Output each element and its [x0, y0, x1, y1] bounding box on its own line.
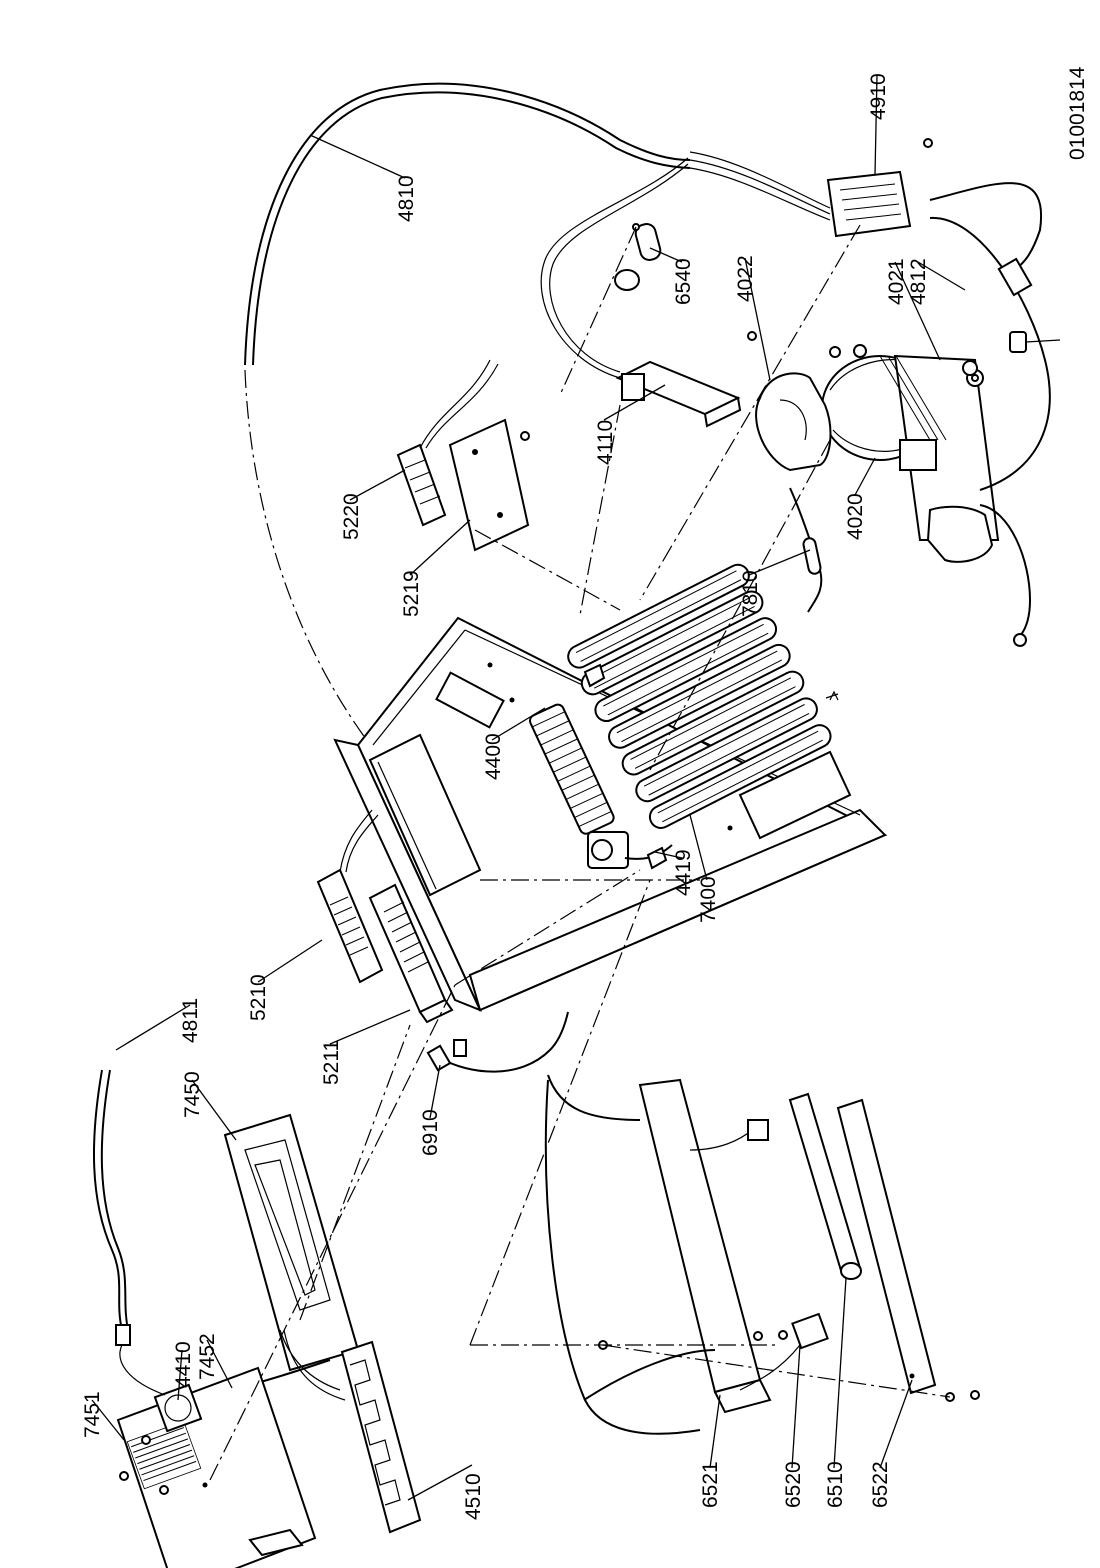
axis-lamp-diagonal: [469, 879, 651, 1346]
panel-7450: [223, 1113, 360, 1393]
label-7400: 7400: [697, 876, 720, 923]
cable-4811: [92, 1069, 166, 1396]
label-7450: 7450: [181, 1071, 204, 1118]
label-6521: 6521: [699, 1461, 722, 1508]
cable-4812: [929, 182, 1051, 647]
label-4410: 4410: [172, 1341, 195, 1388]
cable-4810-path: [244, 369, 391, 771]
control-panel: [316, 809, 454, 1024]
thermostat-7810: [789, 487, 823, 613]
label-4510: 4510: [462, 1473, 485, 1520]
axis-capacitor: [559, 226, 637, 396]
axis-board: [474, 529, 621, 611]
label-4812: 4812: [907, 258, 930, 305]
board-5219: [448, 418, 530, 552]
drawing-id: 01001814: [1066, 66, 1089, 160]
screws-7451: [119, 1435, 169, 1495]
sensor-6910: [426, 1011, 569, 1073]
axis-relay: [579, 404, 621, 616]
label-6510: 6510: [824, 1461, 847, 1508]
capacitor-6540: [614, 223, 662, 291]
axis-terminal: [639, 224, 861, 601]
label-4020: 4020: [844, 493, 867, 540]
part-labels: 7451 4410 7452 4510 7450 4811 6910 5211 …: [81, 66, 1089, 1520]
label-4910: 4910: [867, 73, 890, 120]
relay-4110: [615, 331, 757, 428]
compressor-bracket-4022: [755, 372, 832, 472]
label-6522: 6522: [869, 1461, 892, 1508]
board-5220: [396, 359, 499, 527]
label-6540: 6540: [672, 258, 695, 305]
label-6520: 6520: [782, 1461, 805, 1508]
lampholder-6520: [739, 1312, 829, 1391]
label-5219: 5219: [400, 570, 423, 617]
label-7452: 7452: [196, 1333, 219, 1380]
label-5220: 5220: [340, 493, 363, 540]
leader-lines: [91, 74, 966, 1501]
label-5211: 5211: [320, 1040, 343, 1085]
axis-compressor: [649, 439, 831, 771]
label-4400: 4400: [482, 733, 505, 780]
axis-panel-7450: [299, 1024, 411, 1321]
axis-lamp: [602, 1344, 951, 1398]
heater-4510: [279, 1329, 422, 1534]
lamp-6510: [788, 1092, 862, 1280]
label-4811: 4811: [179, 998, 202, 1043]
cabinet-body: [333, 616, 888, 1012]
label-6910: 6910: [419, 1109, 442, 1156]
label-4419: 4419: [672, 849, 695, 896]
label-5210: 5210: [247, 974, 270, 1021]
label-7810: 7810: [739, 570, 762, 617]
tangential-fan: [529, 663, 673, 870]
lamp-housing-6521: [544, 1074, 772, 1435]
cover-6522: [836, 1098, 937, 1395]
label-7451: 7451: [81, 1391, 104, 1438]
axis-cabinet-left: [454, 869, 641, 986]
grommets: [829, 331, 1061, 376]
label-4021: 4021: [885, 258, 908, 305]
evaporator-coil: [567, 563, 839, 829]
label-4110: 4110: [594, 420, 617, 465]
compressor-cover: [926, 505, 994, 563]
compressor-4020: [821, 354, 1000, 541]
terminal-box-4910: [826, 138, 933, 238]
label-4810: 4810: [395, 175, 418, 222]
cable-4810: [244, 82, 831, 379]
